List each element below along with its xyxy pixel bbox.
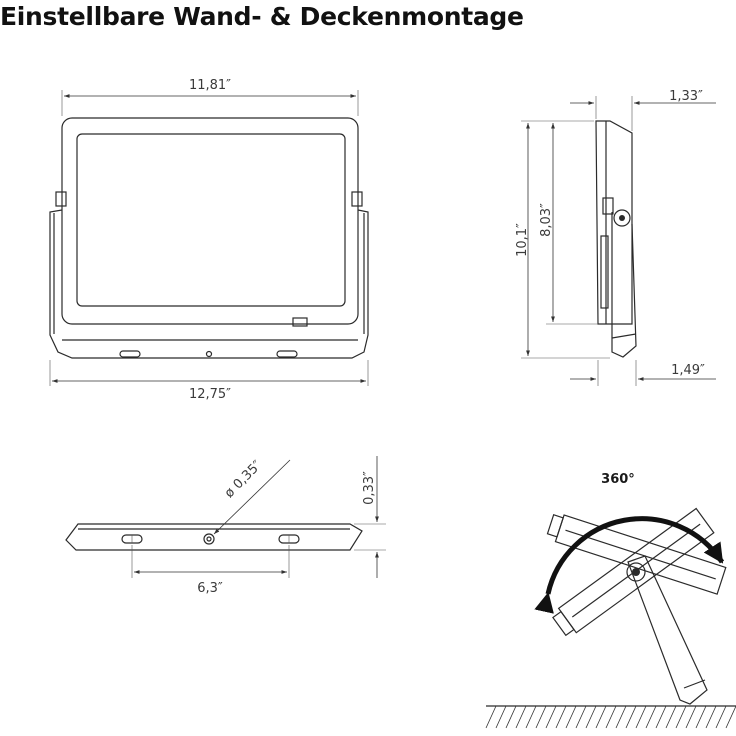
dim-bracket-spacing: 6,3″ xyxy=(197,581,223,596)
side-view-dimensions: 1,33″ 1,49″ 10,1″ 8,03″ xyxy=(515,89,716,386)
dim-side-total-height: 10,1″ xyxy=(515,223,530,257)
side-view xyxy=(595,120,637,358)
front-view-dimensions: 11,81″ 12,75″ xyxy=(49,78,369,402)
dim-side-depth-bottom: 1,49″ xyxy=(671,363,705,378)
page-title: Einstellbare Wand- & Deckenmontage xyxy=(0,2,524,31)
dim-side-depth-top: 1,33″ xyxy=(669,89,703,104)
rotation-label: 360° xyxy=(601,472,635,487)
dim-side-body-height: 8,03″ xyxy=(539,203,554,237)
dim-bracket-hole: ø 0,35″ xyxy=(222,458,265,501)
ground-hatch xyxy=(485,705,736,729)
dim-front-top-width: 11,81″ xyxy=(189,78,231,93)
rotation-illustration: 360° xyxy=(485,472,736,729)
dim-front-bottom-width: 12,75″ xyxy=(189,387,231,402)
bracket-dimensions: ø 0,35″ 0,33″ 6,3″ xyxy=(131,456,386,596)
bracket-view xyxy=(65,523,363,551)
dim-bracket-thickness: 0,33″ xyxy=(362,471,377,505)
front-view xyxy=(49,117,369,359)
